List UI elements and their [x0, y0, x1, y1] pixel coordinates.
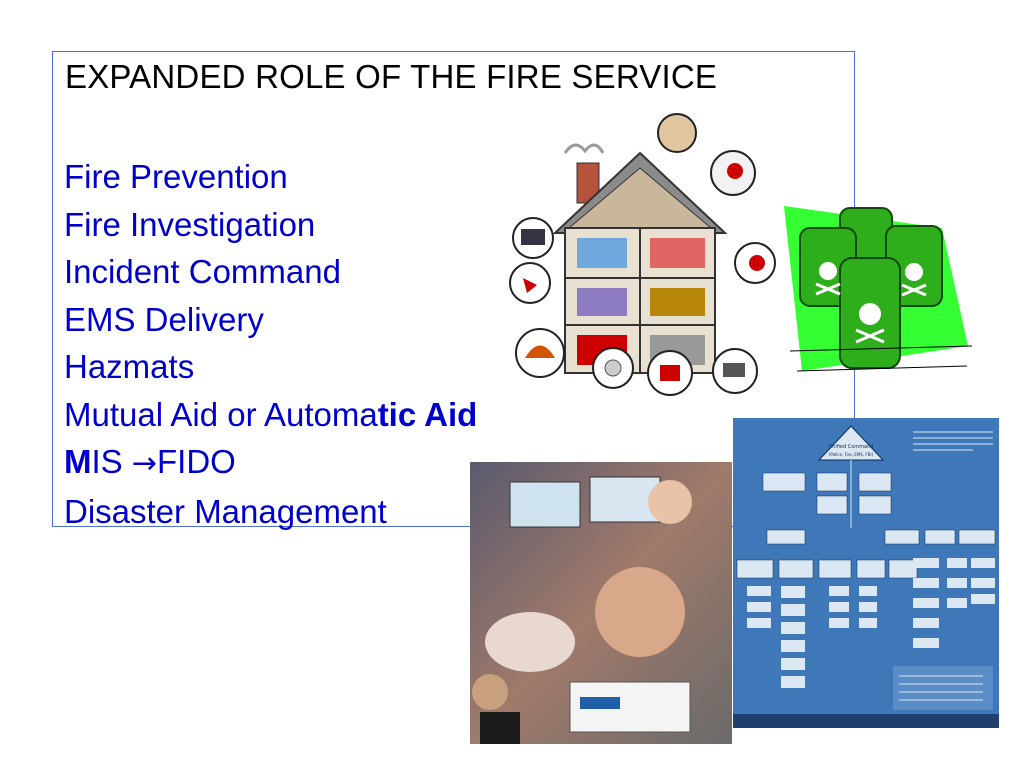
arrow-right-icon: → — [131, 446, 157, 481]
list-item-fire-investigation: Fire Investigation — [64, 205, 316, 243]
list-item-incident-command: Incident Command — [64, 253, 341, 290]
emergency-response-photo-collage — [470, 462, 732, 744]
list-item-fire-prevention: Fire Prevention — [64, 158, 288, 195]
chart-top-box-label: Unified Command — [829, 444, 874, 450]
topic-list: Fire Prevention Fire Investigation Incid… — [64, 153, 477, 535]
list-item-disaster-management: Disaster Management — [64, 492, 387, 530]
list-item-mis-fido: MIS →FIDO — [64, 443, 236, 481]
list-item-mutual-aid: Mutual Aid or Automatic Aid — [64, 395, 478, 433]
list-item-ems-delivery: EMS Delivery — [64, 300, 264, 338]
on-scene-coordination-org-chart: Unified Command (Police, Fire, EMS, FBI) — [733, 418, 999, 740]
list-item-hazmats: Hazmats — [64, 348, 195, 385]
toxic-barrels-clipart — [784, 206, 973, 372]
slide-text-box: EXPANDED ROLE OF THE FIRE SERVICE Fire P… — [52, 51, 855, 530]
chart-top-box-sub: (Police, Fire, EMS, FBI) — [829, 452, 874, 457]
house-hazard-clipart — [509, 113, 776, 396]
slide-title: EXPANDED ROLE OF THE FIRE SERVICE — [65, 58, 718, 95]
